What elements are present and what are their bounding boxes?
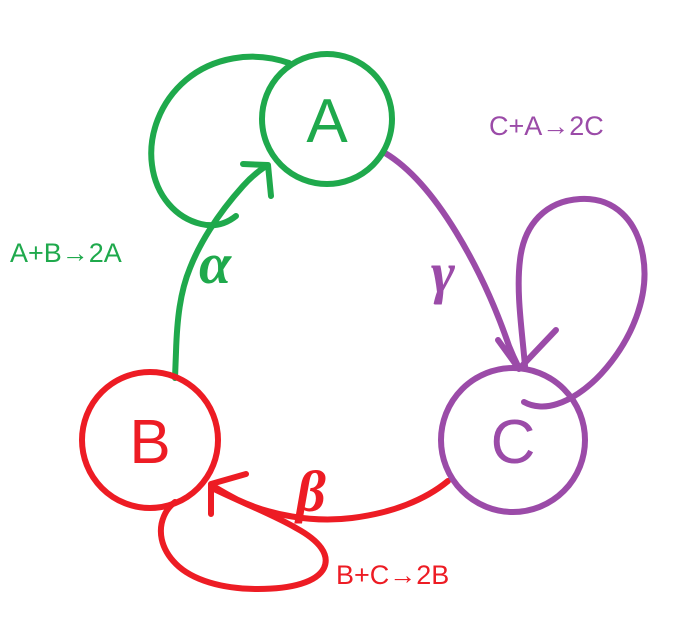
node-c-circle[interactable] — [438, 365, 588, 515]
edge-gamma-group — [382, 150, 648, 410]
self-loop-c-path — [515, 195, 648, 410]
reaction-label-beta: B+C→2B — [336, 560, 449, 590]
rate-symbol-alpha: α — [199, 231, 232, 296]
edge-c-to-b-path — [210, 478, 451, 523]
node-a-circle[interactable] — [259, 51, 395, 187]
edge-a-to-c-path — [382, 150, 521, 369]
arrowhead-b-path — [208, 471, 249, 517]
reaction-label-gamma: C+A→2C — [489, 111, 604, 141]
arrowhead-a-path — [240, 161, 274, 199]
self-loop-b-path — [157, 486, 329, 592]
node-b-circle[interactable] — [79, 369, 221, 511]
rate-symbol-beta: β — [294, 459, 326, 524]
rate-symbol-gamma: γ — [431, 240, 456, 305]
self-loop-a-path — [148, 53, 292, 229]
edge-beta-group — [157, 471, 451, 592]
edge-alpha-group — [148, 53, 292, 381]
node-c-label: C — [491, 408, 536, 477]
node-b-label: B — [129, 408, 170, 477]
reaction-label-alpha: A+B→2A — [10, 238, 122, 268]
edge-b-to-a-path — [172, 163, 269, 381]
arrowhead-c-path — [495, 327, 559, 372]
node-a-label: A — [306, 87, 348, 156]
